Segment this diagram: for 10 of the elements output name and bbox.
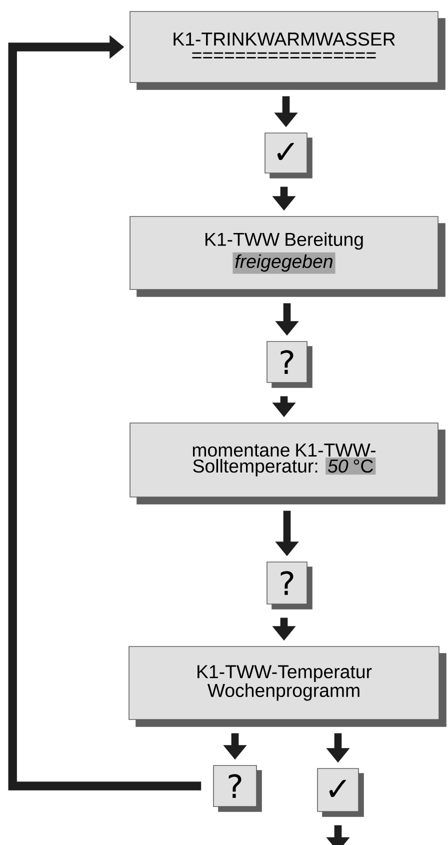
process-box: K1-TWW Bereitung freigegeben xyxy=(130,216,446,297)
question-box: ? xyxy=(266,562,312,610)
question-box: ? xyxy=(266,341,312,388)
process-box: K1-TWW-Temperatur Wochenprogramm xyxy=(128,646,446,727)
return-arrow xyxy=(8,35,202,790)
checkmark-box: ✓ xyxy=(264,132,312,178)
question-box: ? xyxy=(213,765,262,812)
checkmark-box: ✓ xyxy=(317,768,364,817)
process-box: K1-TRINKWARMWASSER ================= xyxy=(130,11,446,90)
process-box: momentane K1-TWW- Solltemperatur: 50 °C xyxy=(130,422,446,504)
